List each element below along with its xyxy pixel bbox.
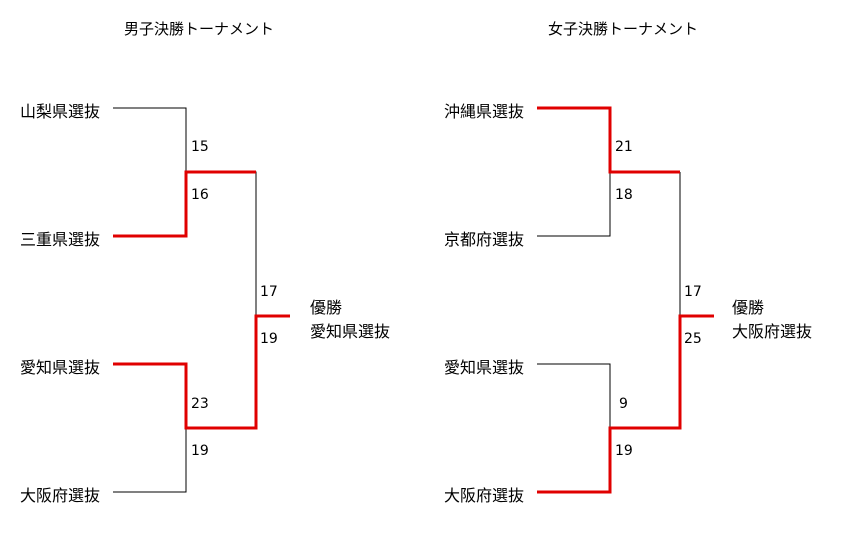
men-score-2: 16 <box>191 187 209 203</box>
men-winner-lines <box>113 170 290 430</box>
women-score-5: 17 <box>684 284 702 300</box>
women-champion-label: 優勝 <box>732 298 765 317</box>
men-score-6: 19 <box>260 331 278 347</box>
men-line-aichi <box>113 314 290 430</box>
women-score-3: 9 <box>619 396 628 412</box>
women-champion-team: 大阪府選抜 <box>732 322 813 341</box>
men-team-2: 三重県選抜 <box>20 230 101 249</box>
women-score-2: 18 <box>615 187 633 203</box>
women-bracket-lines <box>537 172 681 428</box>
men-line-osaka <box>113 428 187 493</box>
men-line-mie <box>113 170 256 238</box>
women-score-6: 25 <box>684 331 702 347</box>
men-line-yamanashi <box>113 107 187 172</box>
men-champion-team: 愛知県選抜 <box>310 322 391 341</box>
women-score-4: 19 <box>615 443 633 459</box>
men-score-5: 17 <box>260 284 278 300</box>
women-line-aichi <box>537 363 611 428</box>
women-team-1: 沖縄県選抜 <box>444 102 525 121</box>
women-line-okinawa <box>537 106 680 174</box>
women-team-3: 愛知県選抜 <box>444 358 525 377</box>
women-line-osaka <box>537 314 714 494</box>
men-champion: 優勝 愛知県選抜 <box>310 296 390 344</box>
men-score-1: 15 <box>191 139 209 155</box>
men-team-4: 大阪府選抜 <box>20 486 101 505</box>
men-score-4: 19 <box>191 443 209 459</box>
women-bracket-title: 女子決勝トーナメント <box>548 20 699 38</box>
men-team-3: 愛知県選抜 <box>20 358 101 377</box>
women-team-2: 京都府選抜 <box>444 230 525 249</box>
women-score-1: 21 <box>615 139 633 155</box>
men-champion-label: 優勝 <box>310 298 343 317</box>
men-bracket-lines <box>113 107 257 493</box>
men-score-3: 23 <box>191 396 209 412</box>
women-team-4: 大阪府選抜 <box>444 486 525 505</box>
women-champion: 優勝 大阪府選抜 <box>732 296 812 344</box>
women-line-kyoto <box>537 172 611 237</box>
men-team-1: 山梨県選抜 <box>20 102 101 121</box>
women-winner-lines <box>537 106 714 494</box>
men-bracket-title: 男子決勝トーナメント <box>124 20 275 38</box>
